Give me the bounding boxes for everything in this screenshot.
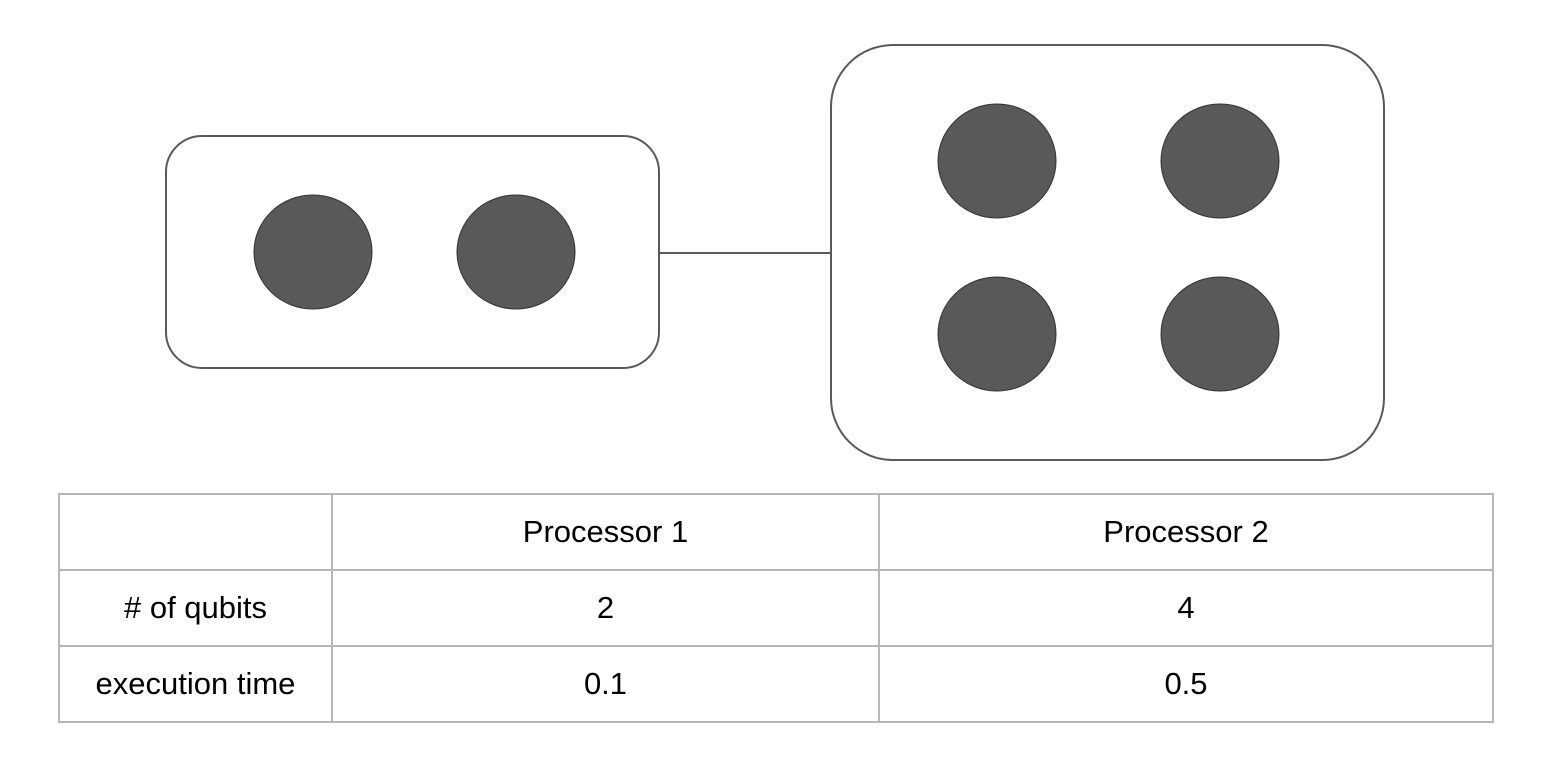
row-label: # of qubits	[58, 569, 333, 647]
processor-1-box	[165, 135, 660, 369]
comparison-table: Processor 1 Processor 2 # of qubits 2 4 …	[58, 493, 1494, 723]
row-label: execution time	[58, 645, 333, 723]
processor-2-qubit-3	[937, 276, 1057, 392]
table-cell: 0.1	[331, 645, 880, 723]
table-cell: 2	[331, 569, 880, 647]
processor-2-qubit-4	[1160, 276, 1280, 392]
processor-1-qubit-1	[253, 194, 373, 310]
table-cell: 0.5	[878, 645, 1494, 723]
processor-1-qubit-2	[456, 194, 576, 310]
processor-2-qubit-2	[1160, 103, 1280, 219]
header-cell-empty	[58, 493, 333, 571]
header-row: Processor 1 Processor 2	[58, 493, 1494, 571]
header-cell-processor-1: Processor 1	[331, 493, 880, 571]
header-cell-processor-2: Processor 2	[878, 493, 1494, 571]
table-row: execution time 0.1 0.5	[58, 645, 1494, 723]
processor-2-qubit-1	[937, 103, 1057, 219]
table-cell: 4	[878, 569, 1494, 647]
processor-diagram	[165, 44, 1385, 461]
processor-2-box	[830, 44, 1385, 461]
table-row: # of qubits 2 4	[58, 569, 1494, 647]
